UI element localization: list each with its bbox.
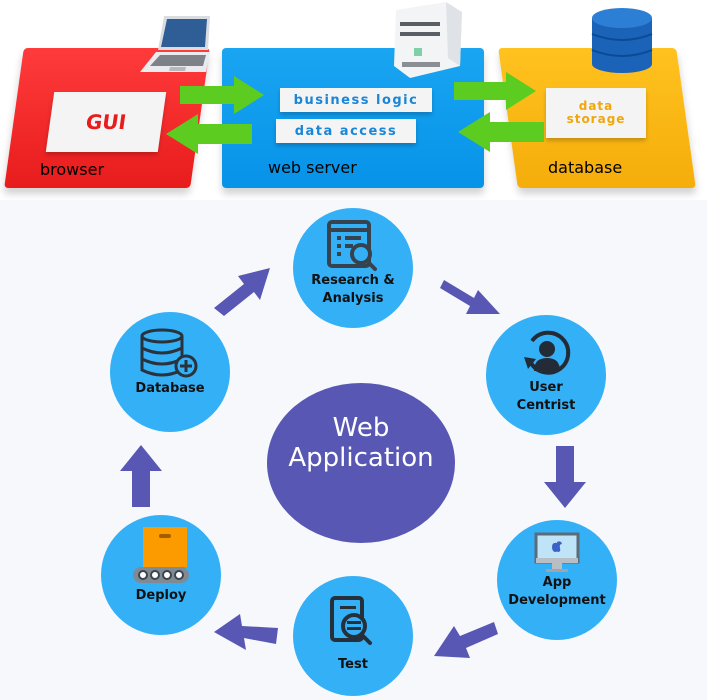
document-search-icon — [330, 596, 372, 645]
arrow-test-to-deploy — [214, 614, 278, 650]
web-server-tier-panel — [222, 48, 484, 188]
arrow-database-to-server — [458, 112, 544, 152]
data-storage-line-1: data — [578, 99, 614, 113]
database-cylinder-icon — [591, 8, 653, 73]
node-label-line-2: Centrist — [516, 398, 576, 413]
report-search-icon — [327, 220, 377, 271]
business-logic-box: business logic — [280, 88, 432, 112]
user-refresh-icon — [524, 330, 571, 375]
database-label: database — [548, 158, 623, 177]
center-title-line-1: Web — [332, 413, 390, 443]
node-label-line-1: Research & — [311, 273, 395, 288]
node-label-line-2: Development — [508, 593, 606, 608]
arrow-user-to-app — [544, 446, 586, 508]
data-access-box: data access — [276, 119, 416, 143]
arrow-browser-to-server — [180, 76, 264, 114]
gui-label: GUI — [84, 110, 128, 134]
web-server-label: web server — [268, 158, 357, 177]
server-tower-icon — [394, 2, 462, 78]
node-app-development: App Development — [497, 520, 617, 640]
node-label-line-1: App — [542, 575, 572, 590]
laptop-icon — [140, 16, 210, 72]
business-logic-label: business logic — [293, 92, 419, 108]
web-application-center: Web Application — [267, 383, 455, 543]
node-label-line-1: Deploy — [135, 588, 187, 603]
node-test: Test — [293, 576, 413, 696]
node-label-line-1: Test — [338, 657, 368, 672]
node-deploy: Deploy — [101, 515, 221, 635]
node-research-analysis: Research & Analysis — [293, 208, 413, 328]
center-title-line-2: Application — [288, 443, 434, 473]
three-tier-architecture: GUI browser business logic data access w… — [0, 0, 707, 200]
node-label-line-1: User — [529, 380, 563, 395]
arrow-server-to-browser — [166, 114, 252, 154]
node-user-centrist: User Centrist — [486, 315, 606, 435]
arrow-database-to-research — [214, 268, 270, 316]
node-label-line-1: Database — [135, 381, 205, 396]
database-add-icon — [140, 328, 198, 378]
gui-box: GUI — [45, 92, 167, 152]
data-storage-line-2: storage — [566, 112, 626, 126]
arrow-research-to-user — [440, 280, 500, 314]
browser-label: browser — [40, 160, 105, 179]
arrow-app-to-test — [434, 622, 498, 658]
monitor-apple-icon — [534, 532, 580, 572]
node-database: Database — [110, 312, 230, 432]
data-access-label: data access — [294, 123, 398, 139]
arrow-deploy-to-database — [120, 445, 162, 507]
node-label-line-2: Analysis — [322, 291, 384, 306]
arrow-server-to-database — [454, 72, 536, 110]
data-storage-box: data storage — [546, 88, 646, 138]
conveyor-box-icon — [133, 527, 189, 583]
